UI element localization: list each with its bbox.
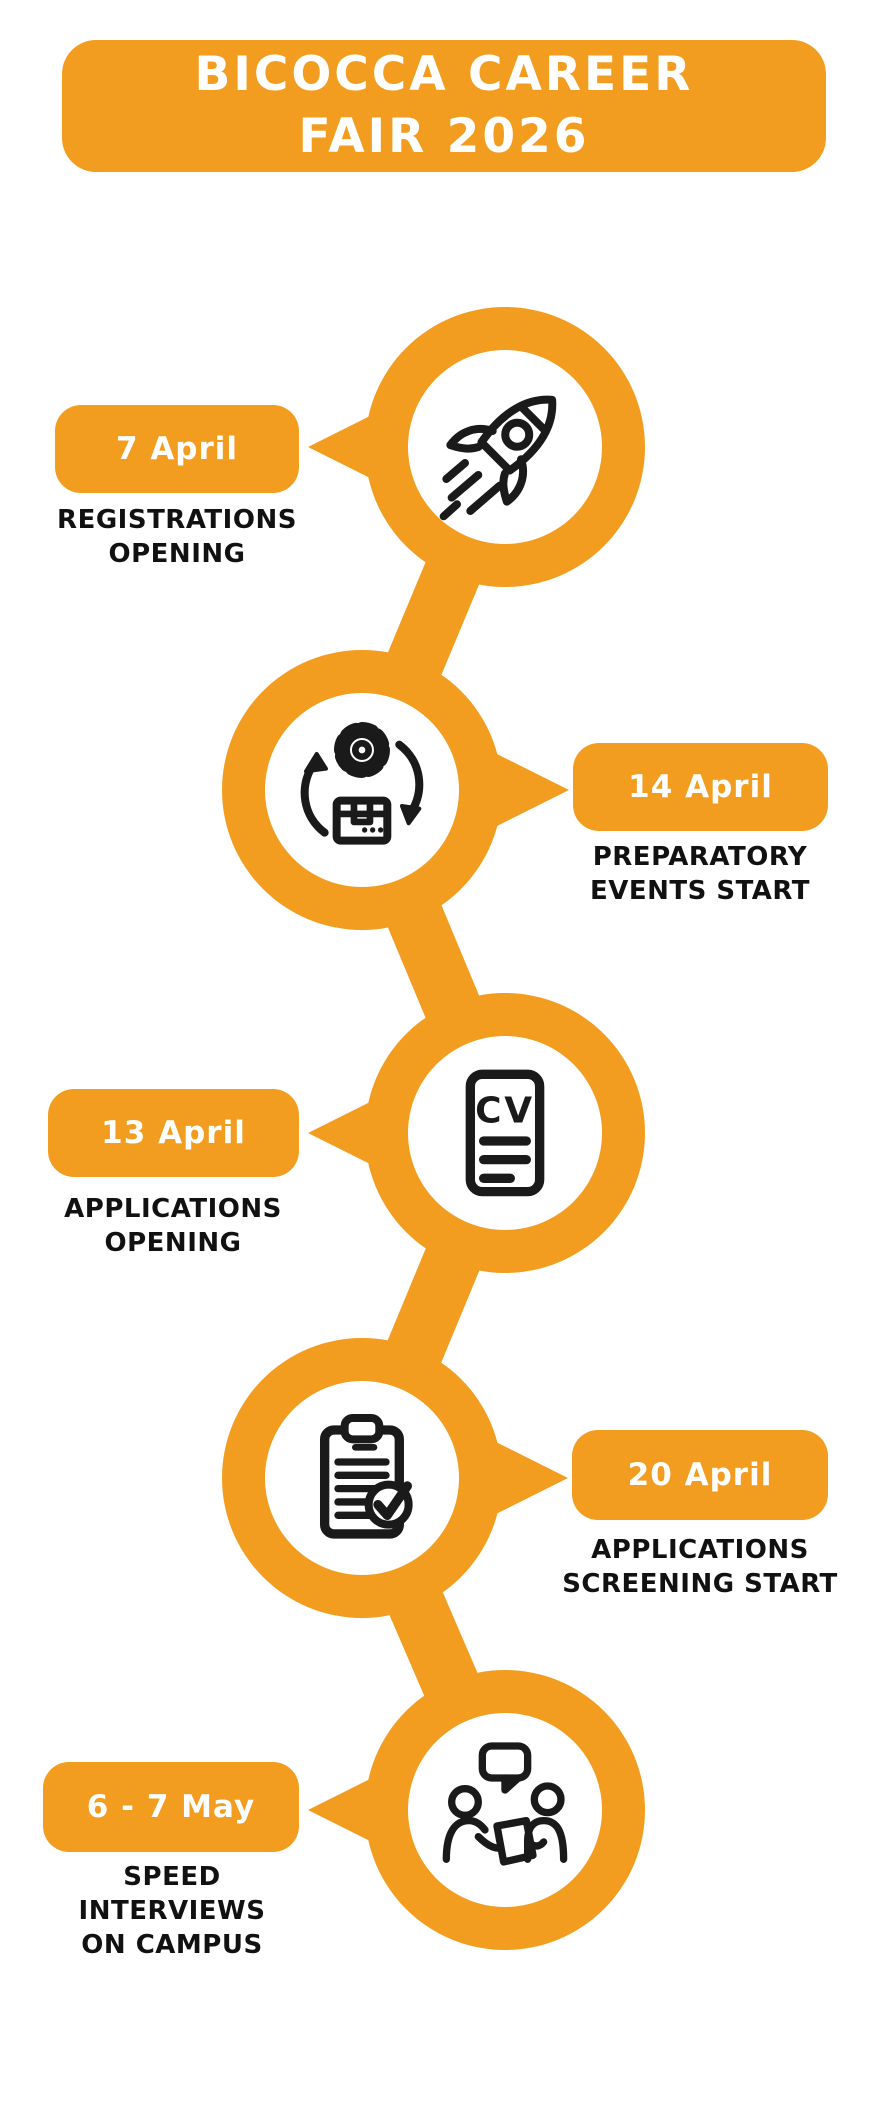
candidate-head	[530, 1782, 565, 1817]
event-title-banner: BICOCCA CAREER FAIR 2026	[62, 40, 826, 172]
milestone-3-date-badge: 13 April	[48, 1089, 299, 1177]
node-1-inner	[408, 350, 602, 544]
interview-icon	[442, 1742, 568, 1866]
node-5-inner	[408, 1713, 602, 1907]
milestone-1-label-line-2: OPENING	[108, 539, 246, 569]
milestone-4-label-line-2: SCREENING START	[562, 1569, 838, 1599]
pointer-milestone-1	[308, 410, 382, 484]
node-2-inner	[265, 693, 459, 887]
timeline-nodes	[222, 307, 645, 1950]
milestone-5-date-badge: 6 - 7 May	[43, 1762, 299, 1852]
node-3-inner	[408, 1036, 602, 1230]
milestone-1-label: REGISTRATIONS OPENING	[27, 503, 327, 571]
milestone-3-node	[365, 993, 645, 1273]
event-title-line-2: FAIR 2026	[298, 109, 590, 164]
milestone-5-label-line-3: ON CAMPUS	[81, 1930, 263, 1960]
pointer-milestone-4	[494, 1441, 568, 1515]
milestone-3-label-line-2: OPENING	[104, 1228, 242, 1258]
milestone-3-label-line-1: APPLICATIONS	[64, 1194, 282, 1224]
rocket-speed-lines	[439, 458, 504, 521]
milestone-4-label-line-1: APPLICATIONS	[591, 1535, 809, 1565]
process-gear-icon	[300, 721, 424, 845]
milestone-4-label: APPLICATIONS SCREENING START	[550, 1533, 850, 1601]
pointer-milestone-3	[308, 1096, 382, 1170]
milestone-2-label-line-1: PREPARATORY	[592, 842, 808, 872]
interviewer-head	[447, 1784, 482, 1819]
milestone-2-node	[222, 650, 502, 930]
rocket-icon	[439, 395, 557, 521]
milestone-5-label-line-2: INTERVIEWS	[78, 1896, 266, 1926]
pointer-milestone-2	[495, 753, 569, 827]
event-title-line-1: BICOCCA CAREER	[194, 47, 694, 102]
cv-text: CV	[475, 1090, 535, 1131]
milestone-2-date-badge: 14 April	[573, 743, 828, 831]
check-mark	[373, 1481, 412, 1520]
milestone-2-label-line-2: EVENTS START	[589, 876, 811, 906]
milestone-5-node	[365, 1670, 645, 1950]
pointer-milestone-5	[308, 1773, 382, 1847]
milestone-5-label-line-1: SPEED	[123, 1862, 221, 1892]
milestone-1-node	[365, 307, 645, 587]
milestone-5-label: SPEED INTERVIEWS ON CAMPUS	[22, 1860, 322, 1962]
clipboard-check-icon	[319, 1413, 413, 1539]
cv-document-icon: CV	[465, 1069, 545, 1197]
milestone-1-label-line-1: REGISTRATIONS	[57, 505, 297, 535]
interview-sheet	[493, 1816, 537, 1866]
milestone-2-label: PREPARATORY EVENTS START	[550, 840, 850, 908]
pointer-triangles	[308, 410, 569, 1847]
milestone-3-label: APPLICATIONS OPENING	[23, 1192, 323, 1260]
milestone-1-date-badge: 7 April	[55, 405, 299, 493]
milestone-4-date-badge: 20 April	[572, 1430, 828, 1520]
